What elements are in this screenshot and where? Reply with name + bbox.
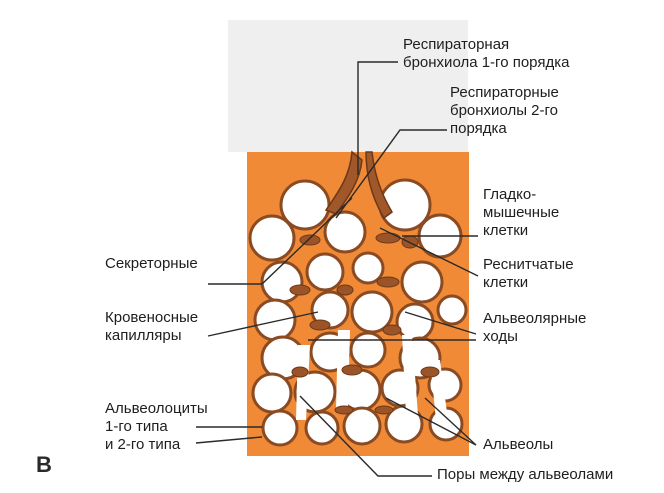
label-line: Альвеолы: [483, 436, 554, 453]
label-line: капилляры: [105, 327, 182, 344]
leader-pores: [299, 395, 432, 477]
panel-letter: В: [36, 452, 52, 477]
label-line: порядка: [450, 120, 507, 137]
label-line: Кровеносные: [105, 309, 199, 326]
label-line: и 2-го типа: [105, 436, 181, 453]
label-line: клетки: [483, 222, 529, 239]
label-resp-bronchiole-1: Респираторная бронхиола 1-го порядка: [403, 36, 569, 72]
label-line: 1-го типа: [105, 418, 168, 435]
respiratory-bronchiole: [324, 150, 393, 220]
label-line: ходы: [483, 328, 518, 345]
label-line: Респираторные: [450, 84, 559, 101]
leader-alveolar-ducts-a: [404, 311, 477, 335]
label-ciliated: Реснитчатые клетки: [483, 256, 574, 292]
label-alveolocytes: Альвеолоциты 1-го типа и 2-го типа: [105, 400, 208, 454]
label-line: Альвеолярные: [483, 310, 587, 327]
label-pores: Поры между альвеолами: [437, 466, 613, 484]
label-line: мышечные: [483, 204, 560, 221]
label-alveoli: Альвеолы: [483, 436, 553, 454]
leader-alveoli-a: [385, 397, 477, 446]
label-line: Гладко-: [483, 186, 537, 203]
label-line: Альвеолоциты: [105, 400, 208, 417]
wall-clumps: [289, 232, 440, 415]
label-line: Секреторные: [105, 255, 198, 272]
label-smooth-muscle: Гладко- мышечные клетки: [483, 186, 559, 240]
leader-resp-bronchiole-1: [357, 61, 398, 175]
leader-alveoli-b: [424, 397, 477, 446]
leader-alveolocytes-2: [195, 436, 263, 444]
leader-ciliated: [379, 227, 479, 277]
label-line: бронхиола 1-го порядка: [403, 54, 570, 71]
label-line: клетки: [483, 274, 529, 291]
label-alveolar-ducts: Альвеолярные ходы: [483, 310, 586, 346]
label-line: Реснитчатые: [483, 256, 574, 273]
label-line: Респираторная: [403, 36, 510, 53]
label-line: бронхиолы 2-го: [450, 102, 558, 119]
leader-lines: [195, 61, 479, 477]
label-secretory: Секреторные: [105, 255, 198, 273]
label-line: Поры между альвеолами: [437, 466, 614, 483]
leader-resp-bronchioles-2: [335, 129, 447, 219]
label-blood-capillaries: Кровеносные капилляры: [105, 309, 198, 345]
alveoli-cluster: [248, 178, 468, 447]
leader-secretory: [208, 197, 353, 285]
label-resp-bronchioles-2: Респираторные бронхиолы 2-го порядка: [450, 84, 559, 138]
leader-blood-capillaries: [207, 311, 319, 337]
